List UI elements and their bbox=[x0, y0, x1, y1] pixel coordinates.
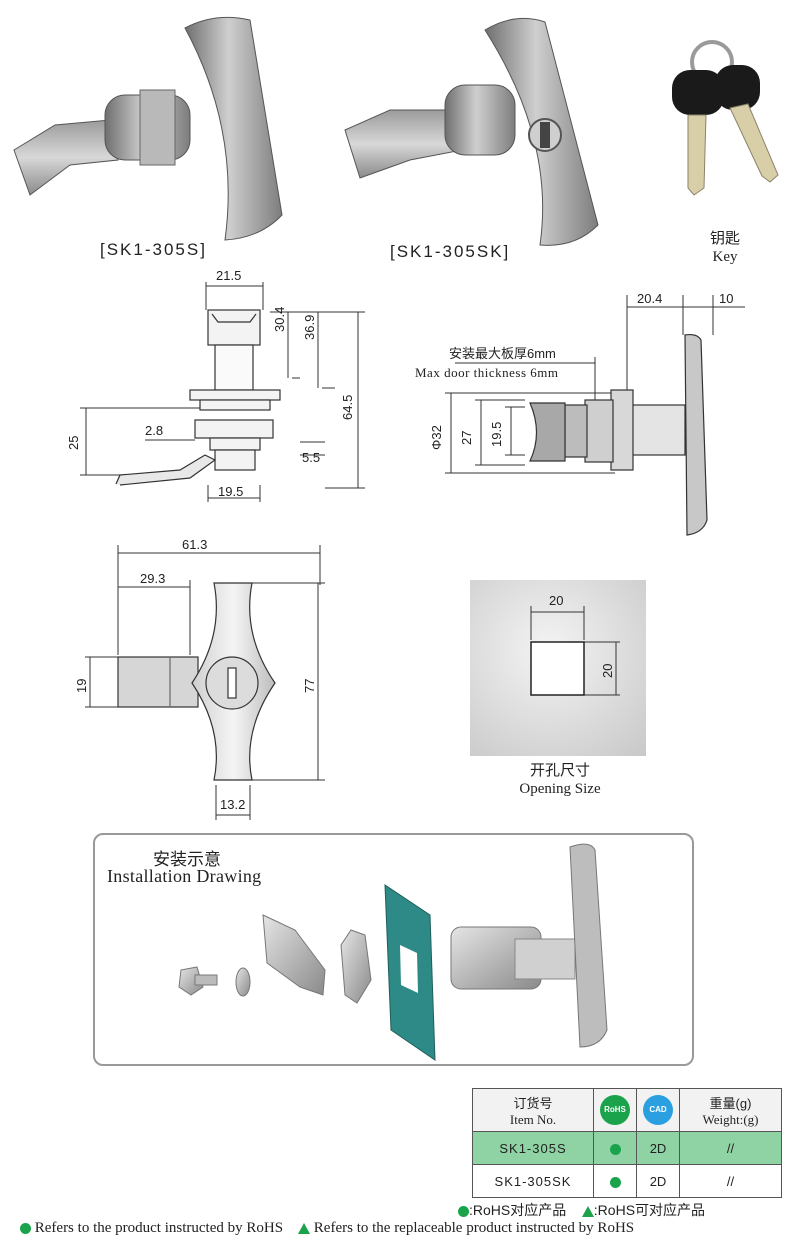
row-cad: 2D bbox=[636, 1131, 680, 1165]
dim-phi32: Φ32 bbox=[429, 425, 444, 450]
header-item-en: Item No. bbox=[509, 1111, 557, 1127]
row-cad: 2D bbox=[636, 1164, 680, 1198]
opening-height: 20 bbox=[600, 663, 615, 678]
header-item-no: 订货号 Item No. bbox=[472, 1088, 594, 1132]
opening-size-cn: 开孔尺寸 bbox=[529, 762, 590, 779]
bolt-part bbox=[178, 966, 218, 996]
rohs-badge-icon: RoHS bbox=[600, 1095, 630, 1125]
row-weight: // bbox=[679, 1131, 782, 1165]
max-thickness-en: Max door thickness 6mm bbox=[415, 365, 559, 380]
table-row: SK1-305SK 2D // bbox=[472, 1164, 782, 1198]
dim-25: 25 bbox=[66, 435, 81, 450]
dim-61-3: 61.3 bbox=[182, 537, 208, 552]
key-label-cn: 钥匙 bbox=[709, 230, 740, 247]
sk1-305sk-photo bbox=[344, 17, 599, 246]
front-view-drawing: 61.3 29.3 19 77 13.2 bbox=[70, 535, 340, 825]
header-weight-en: Weight:(g) bbox=[702, 1111, 759, 1127]
side-handle-top bbox=[207, 309, 261, 346]
dim-36-9: 36.9 bbox=[302, 314, 317, 340]
dim-19-5: 19.5 bbox=[218, 484, 244, 499]
row-item: SK1-305SK bbox=[472, 1164, 594, 1198]
dim-19-5-right: 19.5 bbox=[489, 421, 504, 447]
installation-title-en: Installation Drawing bbox=[107, 866, 262, 886]
spec-table-header: 订货号 Item No. RoHS CAD 重量(g) Weight:(g) bbox=[472, 1088, 782, 1132]
header-item-cn: 订货号 bbox=[513, 1095, 553, 1111]
legend-rohs-en: Refers to the product instructed by RoHS bbox=[34, 1220, 284, 1236]
row-rohs bbox=[593, 1131, 637, 1165]
sk1-305s-caption: [SK1-305S] bbox=[100, 240, 207, 259]
legend-en: Refers to the product instructed by RoHS… bbox=[20, 1220, 634, 1237]
door-panel-part bbox=[384, 884, 436, 1061]
header-weight-cn: 重量(g) bbox=[709, 1095, 752, 1111]
spec-table: 订货号 Item No. RoHS CAD 重量(g) Weight:(g) S… bbox=[472, 1088, 782, 1198]
dim-29-3: 29.3 bbox=[140, 571, 166, 586]
dim-27: 27 bbox=[459, 430, 474, 445]
opening-size-svg bbox=[530, 606, 620, 696]
dim-64-5: 64.5 bbox=[340, 394, 355, 420]
sk1-305sk-caption: [SK1-305SK] bbox=[390, 242, 511, 261]
side-view-svg bbox=[80, 282, 365, 502]
installation-svg bbox=[178, 843, 608, 1061]
legend-replace-cn: :RoHS可对应产品 bbox=[593, 1202, 706, 1218]
header-cad: CAD bbox=[636, 1088, 680, 1132]
rohs-dot-icon bbox=[609, 1143, 621, 1155]
dim-10: 10 bbox=[719, 291, 734, 306]
opening-square bbox=[530, 641, 585, 696]
rohs-dot-icon bbox=[458, 1205, 469, 1217]
product-photos-svg bbox=[13, 16, 779, 246]
rohs-dot-icon bbox=[20, 1223, 31, 1235]
key-label: 钥匙 Key bbox=[690, 230, 760, 266]
header-rohs: RoHS bbox=[593, 1088, 637, 1132]
replaceable-triangle-icon bbox=[298, 1223, 311, 1235]
keys-photo bbox=[672, 40, 779, 196]
header-weight: 重量(g) Weight:(g) bbox=[679, 1088, 782, 1132]
row-weight: // bbox=[679, 1164, 782, 1198]
dim-2-8: 2.8 bbox=[145, 423, 164, 438]
max-thickness-cn: 安装最大板厚6mm bbox=[449, 346, 556, 361]
replaceable-triangle-icon bbox=[581, 1205, 594, 1217]
cam-part bbox=[262, 914, 326, 996]
right-handle-plate bbox=[684, 333, 708, 536]
front-view-svg bbox=[85, 545, 325, 820]
dim-20-4: 20.4 bbox=[637, 291, 663, 306]
nut-part bbox=[340, 929, 372, 1004]
dim-21-5: 21.5 bbox=[216, 268, 242, 283]
right-view-svg bbox=[445, 295, 745, 536]
dim-13-2: 13.2 bbox=[220, 797, 246, 812]
right-view-drawing: 20.4 10 安装最大板厚6mm Max door thickness 6mm… bbox=[415, 285, 775, 545]
rohs-dot-icon bbox=[609, 1176, 621, 1188]
installation-panel: 安装示意 Installation Drawing bbox=[93, 833, 694, 1066]
opening-size-label: 开孔尺寸 Opening Size bbox=[500, 762, 620, 798]
legend-cn: :RoHS对应产品 :RoHS可对应产品 bbox=[458, 1200, 705, 1220]
opening-size-panel: 20 20 bbox=[470, 580, 646, 756]
opening-size-en: Opening Size bbox=[519, 781, 601, 797]
legend-replace-en: Refers to the replaceable product instru… bbox=[313, 1220, 635, 1236]
side-view-drawing: 21.5 30.4 36.9 64.5 25 2.8 5.5 19.5 bbox=[60, 268, 380, 510]
dim-30-4: 30.4 bbox=[272, 306, 287, 332]
front-cam-bar bbox=[117, 656, 199, 708]
cad-badge-icon: CAD bbox=[643, 1095, 673, 1125]
lock-body-part bbox=[450, 843, 608, 1048]
dim-77: 77 bbox=[302, 678, 317, 693]
key-label-en: Key bbox=[712, 249, 738, 265]
product-photos bbox=[0, 0, 800, 280]
row-rohs bbox=[593, 1164, 637, 1198]
legend-rohs-cn: :RoHS对应产品 bbox=[469, 1202, 567, 1218]
opening-width: 20 bbox=[549, 593, 564, 608]
table-row: SK1-305S 2D // bbox=[472, 1131, 782, 1165]
washer-part bbox=[235, 967, 251, 997]
sk1-305s-photo bbox=[13, 16, 283, 241]
dim-5-5: 5.5 bbox=[302, 450, 321, 465]
dim-19: 19 bbox=[74, 678, 89, 693]
installation-title-cn: 安装示意 bbox=[153, 850, 221, 869]
row-item: SK1-305S bbox=[472, 1131, 594, 1165]
